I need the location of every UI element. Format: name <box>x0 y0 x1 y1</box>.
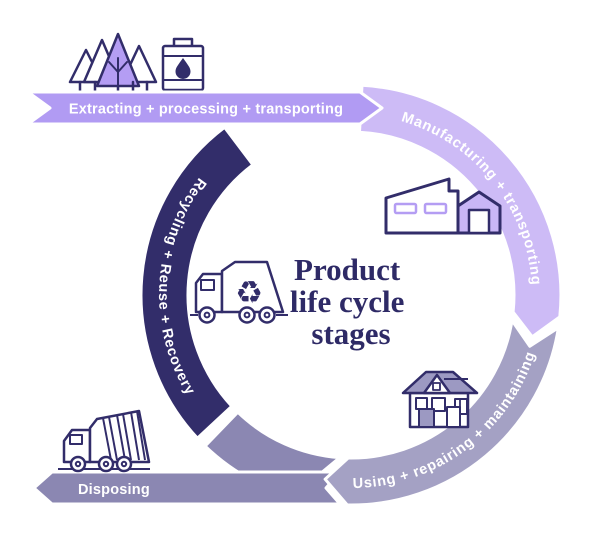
stage-arc-using <box>323 319 560 507</box>
oil-drop <box>175 58 191 79</box>
house-door <box>418 408 435 428</box>
dump-body-stripes <box>102 410 146 461</box>
diagram-title-line: life cycle <box>290 284 404 319</box>
stage-label-extracting: Extracting + processing + transporting <box>69 102 343 118</box>
factory-icon <box>384 177 502 235</box>
truck-wheels <box>198 306 276 324</box>
factory-window <box>423 202 448 215</box>
diagram-title-line: Product <box>294 252 401 287</box>
barrel-bands <box>163 55 203 81</box>
recycle-symbol: ♻ <box>235 275 263 311</box>
stage-arc-recycling <box>139 125 255 440</box>
house-gable-window <box>432 382 441 391</box>
stage-banner-disposing <box>32 470 342 506</box>
diagram-title-line: stages <box>311 316 390 351</box>
house-door <box>446 406 461 428</box>
garbage-truck-icon <box>58 409 151 473</box>
truck-cab-window <box>69 434 83 445</box>
stage-banner-extracting <box>26 90 384 126</box>
truck-wheels <box>69 455 133 473</box>
house-icon <box>401 370 479 429</box>
factory-window <box>393 202 418 215</box>
diagram-title: Product life cycle stages <box>290 252 412 351</box>
recycling-truck-icon: ♻ <box>190 260 288 324</box>
house-window <box>431 397 446 412</box>
tree-branches <box>108 57 128 87</box>
house-window <box>415 397 428 410</box>
factory-door <box>467 208 491 235</box>
truck-cab-window <box>200 279 215 291</box>
trees-icon <box>68 32 158 95</box>
truck-dump-body <box>88 409 151 464</box>
oil-barrel-icon <box>161 37 205 92</box>
stage-label-disposing: Disposing <box>78 482 150 498</box>
